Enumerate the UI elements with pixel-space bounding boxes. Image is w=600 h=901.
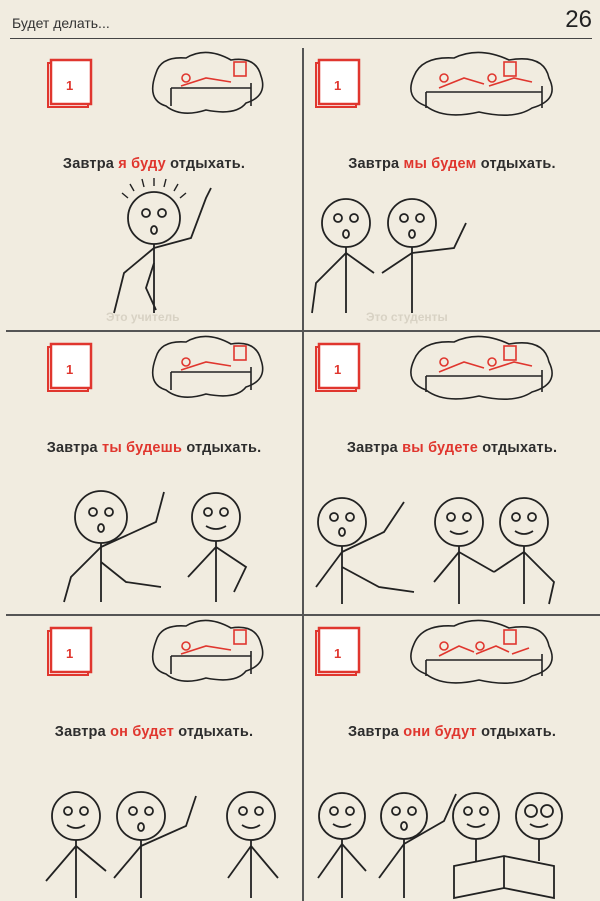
column-divider bbox=[302, 48, 304, 901]
caption-infinitive: отдыхать. bbox=[482, 440, 558, 456]
panel-ya-budu: 1 Завтра bbox=[6, 48, 302, 330]
panel-ty-budesh: 1 bbox=[6, 332, 302, 614]
stick-figure-trio bbox=[45, 791, 279, 898]
caption-word-tomorrow: Завтра bbox=[346, 440, 398, 456]
thought-cloud-icon bbox=[410, 619, 553, 684]
caption-future-verb: он будет bbox=[110, 724, 174, 740]
caption-future-verb: ты будешь bbox=[102, 440, 183, 456]
sentence-caption: Завтра он будет отдыхать. bbox=[6, 724, 302, 740]
calendar-icon: 1 bbox=[47, 58, 93, 108]
caption-future-verb: они будут bbox=[403, 724, 477, 740]
thought-cloud-icon bbox=[151, 335, 264, 398]
stick-figure-trio bbox=[315, 497, 555, 605]
stick-figure-group bbox=[317, 792, 563, 900]
page-number: 26 bbox=[565, 6, 592, 33]
caption-future-verb: я буду bbox=[118, 156, 166, 172]
caption-word-tomorrow: Завтра bbox=[62, 156, 115, 172]
caption-infinitive: отдыхать. bbox=[170, 156, 246, 172]
sentence-caption: Завтра вы будете отдыхать. bbox=[304, 440, 600, 456]
calendar-icon: 1 bbox=[47, 342, 93, 392]
caption-word-tomorrow: Завтра bbox=[54, 724, 106, 740]
comic-grid: 1 Завтра bbox=[6, 48, 600, 901]
header-rule bbox=[10, 38, 592, 39]
caption-future-verb: вы будете bbox=[402, 440, 478, 456]
caption-infinitive: отдыхать. bbox=[186, 440, 262, 456]
sentence-caption: Завтра ты будешь отдыхать. bbox=[6, 440, 302, 456]
calendar-icon: 1 bbox=[315, 342, 361, 392]
panel-illustration: 1 bbox=[47, 51, 264, 314]
page-header: Будет делать... 26 bbox=[0, 0, 600, 40]
panel-vy-budete: 1 bbox=[304, 332, 600, 614]
panel-my-budem: 1 bbox=[304, 48, 600, 330]
caption-word-tomorrow: Завтра bbox=[347, 724, 400, 740]
panel-illustration: 1 bbox=[47, 335, 264, 603]
thought-cloud-icon bbox=[151, 51, 264, 114]
thought-cloud-icon bbox=[410, 335, 553, 400]
page-title: Будет делать... bbox=[12, 15, 110, 31]
caption-word-tomorrow: Завтра bbox=[348, 156, 400, 172]
sentence-caption: Завтра я буду отдыхать. bbox=[6, 156, 302, 172]
panel-illustration: 1 bbox=[311, 51, 553, 314]
caption-infinitive: отдыхать. bbox=[480, 156, 556, 172]
calendar-icon: 1 bbox=[47, 626, 93, 676]
caption-infinitive: отдыхать. bbox=[481, 724, 557, 740]
svg-text:1: 1 bbox=[334, 78, 341, 93]
thought-cloud-icon bbox=[410, 51, 553, 116]
caption-infinitive: отдыхать. bbox=[178, 724, 254, 740]
sentence-caption: Завтра они будут отдыхать. bbox=[304, 724, 600, 740]
panel-oni-budut: 1 bbox=[304, 616, 600, 901]
caption-future-verb: мы будем bbox=[403, 156, 477, 172]
panel-illustration: 1 bbox=[45, 619, 279, 898]
calendar-icon: 1 bbox=[315, 626, 361, 676]
calendar-icon: 1 bbox=[315, 58, 361, 108]
caption-word-tomorrow: Завтра bbox=[46, 440, 98, 456]
sentence-caption: Завтра мы будем отдыхать. bbox=[304, 156, 600, 172]
panel-on-budet: 1 bbox=[6, 616, 302, 901]
panel-illustration: 1 bbox=[315, 335, 555, 605]
thought-cloud-icon bbox=[151, 619, 264, 682]
stick-figure-speaking bbox=[113, 178, 212, 314]
svg-text:1: 1 bbox=[66, 78, 73, 93]
stick-figure-pair bbox=[63, 490, 248, 603]
svg-text:1: 1 bbox=[334, 362, 341, 377]
svg-text:1: 1 bbox=[66, 646, 73, 661]
svg-text:1: 1 bbox=[334, 646, 341, 661]
panel-illustration: 1 bbox=[315, 619, 563, 900]
svg-text:1: 1 bbox=[66, 362, 73, 377]
stick-figure-pair bbox=[311, 198, 467, 314]
